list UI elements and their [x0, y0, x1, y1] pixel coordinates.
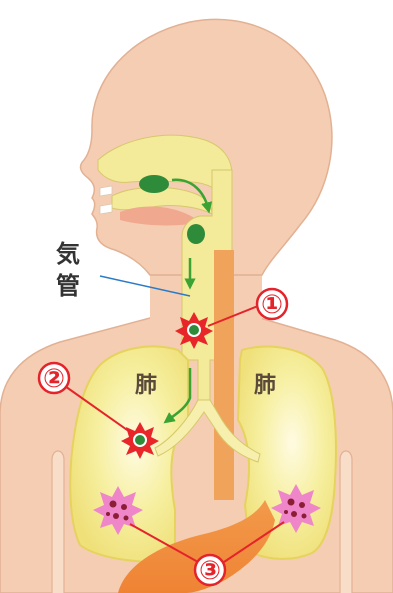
left-lung-label: 肺 — [135, 373, 157, 398]
callout-3-text: ③ — [199, 556, 221, 586]
callout-1-text: ① — [261, 290, 283, 320]
particle-nose — [139, 175, 169, 193]
esophagus — [214, 250, 234, 500]
trachea-label-bottom: 管 — [56, 272, 80, 300]
callout-1: ① — [257, 289, 287, 320]
right-lung-label: 肺 — [254, 373, 276, 398]
burst-trachea — [175, 312, 213, 349]
burst-lung — [121, 422, 159, 459]
callout-3: ③ — [195, 555, 225, 586]
particle-pharynx — [187, 224, 205, 244]
right-arm-outline — [340, 451, 352, 593]
callout-2: ② — [39, 363, 69, 394]
left-arm-outline — [52, 451, 64, 593]
callout-2-text: ② — [43, 364, 65, 394]
trachea-label-top: 気 — [56, 240, 80, 268]
